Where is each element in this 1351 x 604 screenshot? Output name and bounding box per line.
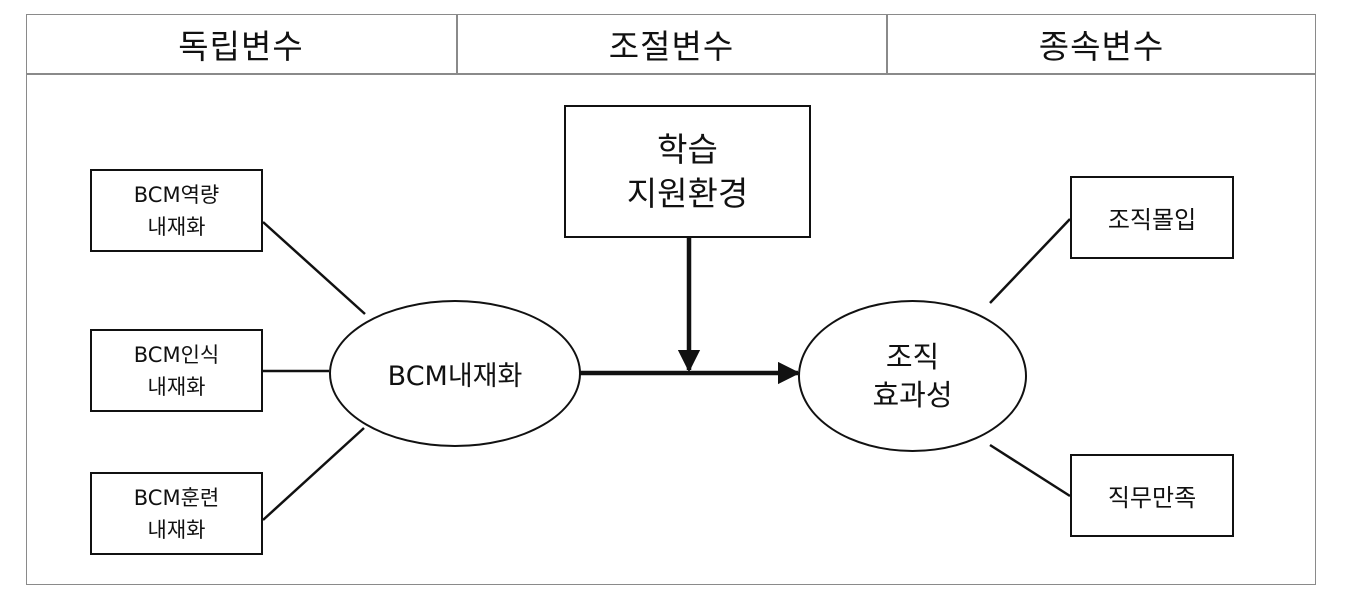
header-column-divider-1 (456, 14, 458, 74)
node-job-satisfaction: 직무만족 (1070, 454, 1234, 537)
node-label: BCM내재화 (387, 361, 523, 392)
node-label-line1: 조직 (885, 340, 940, 374)
header-moderating-variable: 조절변수 (608, 27, 735, 66)
header-divider (26, 73, 1316, 75)
header-column-divider-2 (886, 14, 888, 74)
link-iv1-center (262, 221, 366, 315)
node-label-line1: BCM역량 (133, 182, 220, 207)
node-learning-support-environment: 학습 지원환경 (564, 105, 811, 238)
node-bcm-competency-internalization: BCM역량 내재화 (90, 169, 263, 252)
node-label: 조직몰입 (1107, 206, 1197, 234)
diagram-frame (26, 14, 1316, 585)
node-bcm-training-internalization: BCM훈련 내재화 (90, 472, 263, 555)
node-label-line1: BCM인식 (133, 342, 220, 367)
node-label-line2: 내재화 (147, 214, 206, 239)
node-label-line1: 학습 (657, 129, 718, 169)
node-bcm-awareness-internalization: BCM인식 내재화 (90, 329, 263, 412)
node-bcm-internalization: BCM내재화 (329, 300, 581, 447)
node-label-line2: 효과성 (872, 378, 953, 412)
node-label-line2: 지원환경 (626, 173, 749, 213)
node-label: 직무만족 (1107, 484, 1197, 512)
link-outcome-dv1 (989, 218, 1071, 304)
node-organizational-effectiveness: 조직 효과성 (798, 300, 1027, 452)
header-independent-variable: 독립변수 (178, 27, 304, 66)
header-dependent-variable: 종속변수 (1038, 27, 1165, 66)
link-iv3-center (262, 427, 365, 521)
node-label-line1: BCM훈련 (133, 485, 220, 510)
node-label-line2: 내재화 (147, 374, 206, 399)
node-label-line2: 내재화 (147, 517, 206, 542)
link-outcome-dv2 (989, 443, 1071, 498)
node-organizational-commitment: 조직몰입 (1070, 176, 1234, 259)
